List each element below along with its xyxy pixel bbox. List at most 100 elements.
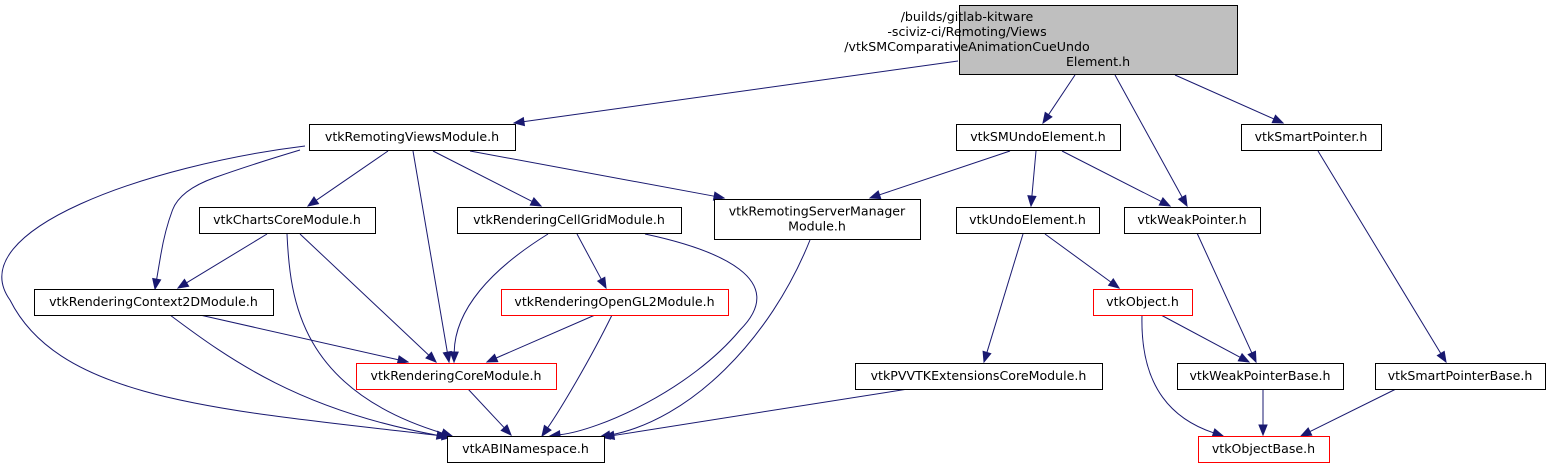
edge-line	[286, 233, 443, 434]
node-box[interactable]	[1375, 363, 1546, 390]
node-box[interactable]	[714, 199, 921, 240]
edge-smundo-to-servermanager	[868, 150, 1011, 200]
edge-line	[199, 314, 399, 361]
node-weakptr[interactable]: vtkWeakPointer.h	[1124, 207, 1261, 234]
edge-undoelement-to-object	[1044, 233, 1121, 289]
node-pvvtkext[interactable]: vtkPVVTKExtensionsCoreModule.h	[855, 363, 1103, 390]
node-box[interactable]	[956, 124, 1121, 151]
edge-remotingviews-to-context2d	[152, 149, 301, 291]
node-label: -sciviz-ci/Remoting/Views	[887, 24, 1046, 39]
node-smartptrbase[interactable]: vtkSmartPointerBase.h	[1375, 363, 1546, 390]
arrowhead-icon	[1247, 350, 1257, 364]
edge-undoelement-to-pvvtkext	[982, 233, 1024, 364]
edge-line	[1114, 74, 1183, 198]
edge-chartscore-to-renderingcore	[299, 233, 437, 363]
node-box[interactable]	[457, 207, 682, 234]
node-undoelement[interactable]: vtkUndoElement.h	[956, 207, 1100, 234]
edge-line	[186, 233, 268, 284]
edge-pvvtkext-to-abinamespace	[602, 388, 909, 441]
node-chartscore[interactable]: vtkChartsCoreModule.h	[199, 207, 376, 234]
arrowhead-icon	[152, 277, 162, 291]
arrowhead-icon	[485, 353, 499, 363]
edge-smundo-to-weakptr	[1061, 150, 1172, 207]
node-renderingcore[interactable]: vtkRenderingCoreModule.h	[356, 363, 557, 390]
edge-line	[1044, 233, 1112, 283]
edge-line	[576, 233, 602, 280]
node-cellgrid[interactable]: vtkRenderingCellGridModule.h	[457, 207, 682, 234]
node-box[interactable]	[1198, 436, 1330, 463]
edge-line	[169, 314, 438, 436]
node-label: vtkRemotingViewsModule.h	[325, 129, 499, 144]
edge-smartptrbase-to-objectbase	[1299, 388, 1397, 437]
node-label: /builds/gitlab-kitware	[901, 9, 1034, 24]
edge-line	[879, 150, 1011, 196]
edge-line	[1160, 314, 1241, 358]
node-label: Module.h	[788, 219, 846, 234]
arrowhead-icon	[1042, 111, 1053, 125]
node-box[interactable]	[956, 207, 1100, 234]
edge-chartscore-to-context2d	[176, 233, 268, 289]
arrowhead-icon	[541, 424, 552, 438]
edge-weakptr-to-weakptrbase	[1196, 232, 1257, 364]
node-box[interactable]	[1093, 289, 1193, 316]
arrowhead-icon	[1237, 352, 1251, 363]
edge-line	[1048, 74, 1076, 115]
arrowhead-icon	[425, 351, 437, 363]
edge-smartptr-to-smartptrbase	[1317, 150, 1447, 364]
arrowhead-icon	[982, 350, 992, 364]
node-label: vtkPVVTKExtensionsCoreModule.h	[871, 368, 1087, 383]
edge-line	[547, 314, 613, 429]
arrowhead-icon	[1299, 427, 1313, 437]
node-box[interactable]	[501, 289, 729, 316]
node-box[interactable]	[309, 124, 516, 151]
arrowhead-icon	[596, 276, 607, 290]
node-object[interactable]: vtkObject.h	[1093, 289, 1193, 316]
edge-root-to-smundo	[1042, 74, 1076, 125]
node-label: vtkRenderingCoreModule.h	[371, 368, 542, 383]
node-label: vtkWeakPointer.h	[1137, 212, 1246, 227]
edge-line	[412, 150, 448, 353]
node-smartptr[interactable]: vtkSmartPointer.h	[1241, 124, 1382, 151]
edge-smundo-to-undoelement	[1027, 150, 1037, 208]
node-root[interactable]: /builds/gitlab-kitware-sciviz-ci/Remotin…	[844, 5, 1238, 75]
node-box[interactable]	[1177, 363, 1344, 390]
node-box[interactable]	[1124, 207, 1261, 234]
edge-line	[523, 60, 959, 123]
edge-line	[156, 149, 301, 280]
edge-context2d-to-renderingcore	[199, 314, 410, 365]
edge-line	[469, 150, 715, 197]
node-box[interactable]	[959, 5, 1238, 75]
node-weakptrbase[interactable]: vtkWeakPointerBase.h	[1177, 363, 1344, 390]
arrowhead-icon	[512, 116, 526, 127]
node-box[interactable]	[855, 363, 1103, 390]
node-box[interactable]	[199, 207, 376, 234]
node-label: vtkRenderingCellGridModule.h	[473, 212, 665, 227]
edge-line	[299, 233, 430, 356]
node-opengl2[interactable]: vtkRenderingOpenGL2Module.h	[501, 289, 729, 316]
node-box[interactable]	[356, 363, 557, 390]
edge-line	[315, 150, 389, 201]
edge-line	[1, 145, 443, 437]
node-abinamespace[interactable]: vtkABINamespace.h	[447, 436, 605, 463]
node-box[interactable]	[34, 289, 274, 316]
node-objectbase[interactable]: vtkObjectBase.h	[1198, 436, 1330, 463]
edge-line	[495, 314, 596, 359]
node-label: vtkChartsCoreModule.h	[213, 212, 361, 227]
node-label: vtkSMUndoElement.h	[970, 129, 1106, 144]
node-context2d[interactable]: vtkRenderingContext2DModule.h	[34, 289, 274, 316]
node-label: Element.h	[1066, 54, 1130, 69]
node-smundo[interactable]: vtkSMUndoElement.h	[956, 124, 1121, 151]
node-box[interactable]	[1241, 124, 1382, 151]
node-remotingviews[interactable]: vtkRemotingViewsModule.h	[309, 124, 516, 151]
edge-remotingviews-to-cellgrid	[432, 150, 543, 207]
edge-line	[453, 233, 549, 353]
edge-root-to-smartptr	[1174, 74, 1285, 124]
node-box[interactable]	[447, 436, 605, 463]
edge-line	[1309, 388, 1397, 433]
arrowhead-icon	[1258, 424, 1268, 437]
arrowhead-icon	[1107, 277, 1121, 289]
edge-opengl2-to-renderingcore	[485, 314, 596, 363]
edge-line	[613, 388, 909, 436]
